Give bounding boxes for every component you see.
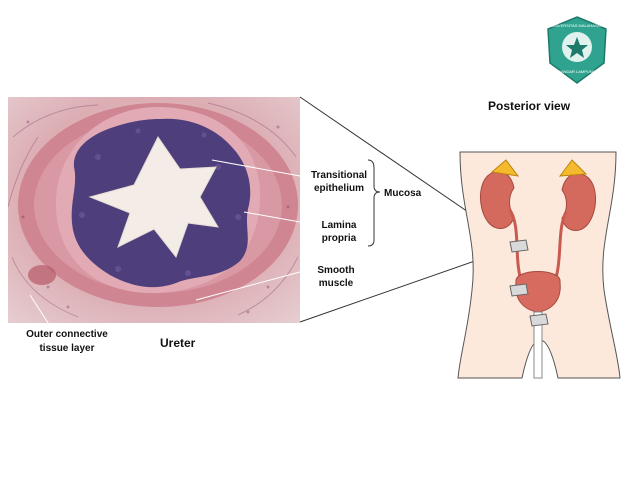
university-emblem-logo: UNIVERSITAS MALAHAYATI BANDAR LAMPUNG [547,16,607,84]
outer-connective-label-line2: tissue layer [39,343,95,354]
ureter-lumen [88,136,219,259]
pointer-transitional [211,159,301,177]
logo-text-bottom: BANDAR LAMPUNG [558,69,596,74]
right-kidney [561,173,597,232]
mucosa-bracket [367,159,381,247]
transitional-label-line1: Transitional [310,170,368,181]
pointer-lamina [243,211,301,223]
transitional-label-line2: epithelium [313,183,364,194]
logo-text-top: UNIVERSITAS MALAHAYATI [551,23,603,28]
smooth-muscle-label-line2: muscle [318,278,354,289]
posterior-body-diagram [457,151,621,379]
bladder-section-marker [509,283,529,297]
smooth-muscle-label-line1: Smooth [317,265,355,276]
urinary-bladder [515,271,561,313]
ureter-section-marker [509,239,529,253]
lamina-label-line1: Lamina [321,220,357,231]
ureter-micrograph [8,97,300,323]
outer-connective-label-line1: Outer connective [26,329,108,340]
urethra-section-marker [529,313,549,327]
left-adrenal [490,159,520,177]
lamina-label-line2: propria [321,233,357,244]
pointer-smooth-muscle [195,271,301,301]
urethra [533,311,543,379]
mucosa-label: Mucosa [384,188,422,199]
ureter-label: Ureter [160,336,196,350]
right-adrenal [558,159,588,177]
pointer-outer [29,294,51,327]
posterior-view-label: Posterior view [488,99,571,113]
